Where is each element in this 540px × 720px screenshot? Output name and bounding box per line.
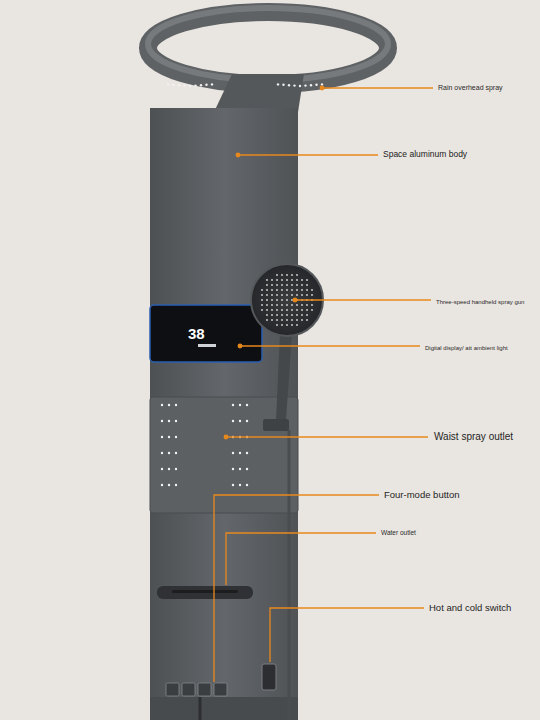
handset-holder (263, 419, 289, 431)
waist-spray-holes (161, 404, 248, 486)
panel-body (150, 108, 298, 700)
water-outlet (157, 586, 253, 599)
callout-label: Digital display/ att ambient light (425, 345, 508, 352)
rain-ring-top (148, 8, 388, 80)
mode-buttons (166, 683, 227, 696)
callout-label: Rain overhead spray (438, 84, 503, 92)
neck (214, 74, 304, 112)
leader-lines (214, 86, 433, 682)
callout-label: Waist spray outlet (434, 431, 513, 443)
supply-pipe (199, 697, 202, 720)
rain-ring (148, 12, 388, 84)
handset-handle (276, 334, 292, 420)
panel-base (150, 697, 298, 720)
callout-label: Three-speed handheld spray gun (436, 299, 524, 306)
spray-holes (167, 83, 323, 87)
callout-label: Space aluminum body (383, 150, 467, 160)
callout-label: Water outlet (381, 529, 416, 536)
hose (288, 430, 291, 720)
outlet-slot (172, 590, 238, 593)
display-small-text (198, 344, 216, 347)
display-reading: 38 (188, 325, 205, 342)
digital-display (150, 305, 262, 362)
callout-label: Four-mode button (384, 490, 460, 501)
callout-label: Hot and cold switch (429, 603, 511, 614)
hot-cold-switch (262, 664, 276, 690)
